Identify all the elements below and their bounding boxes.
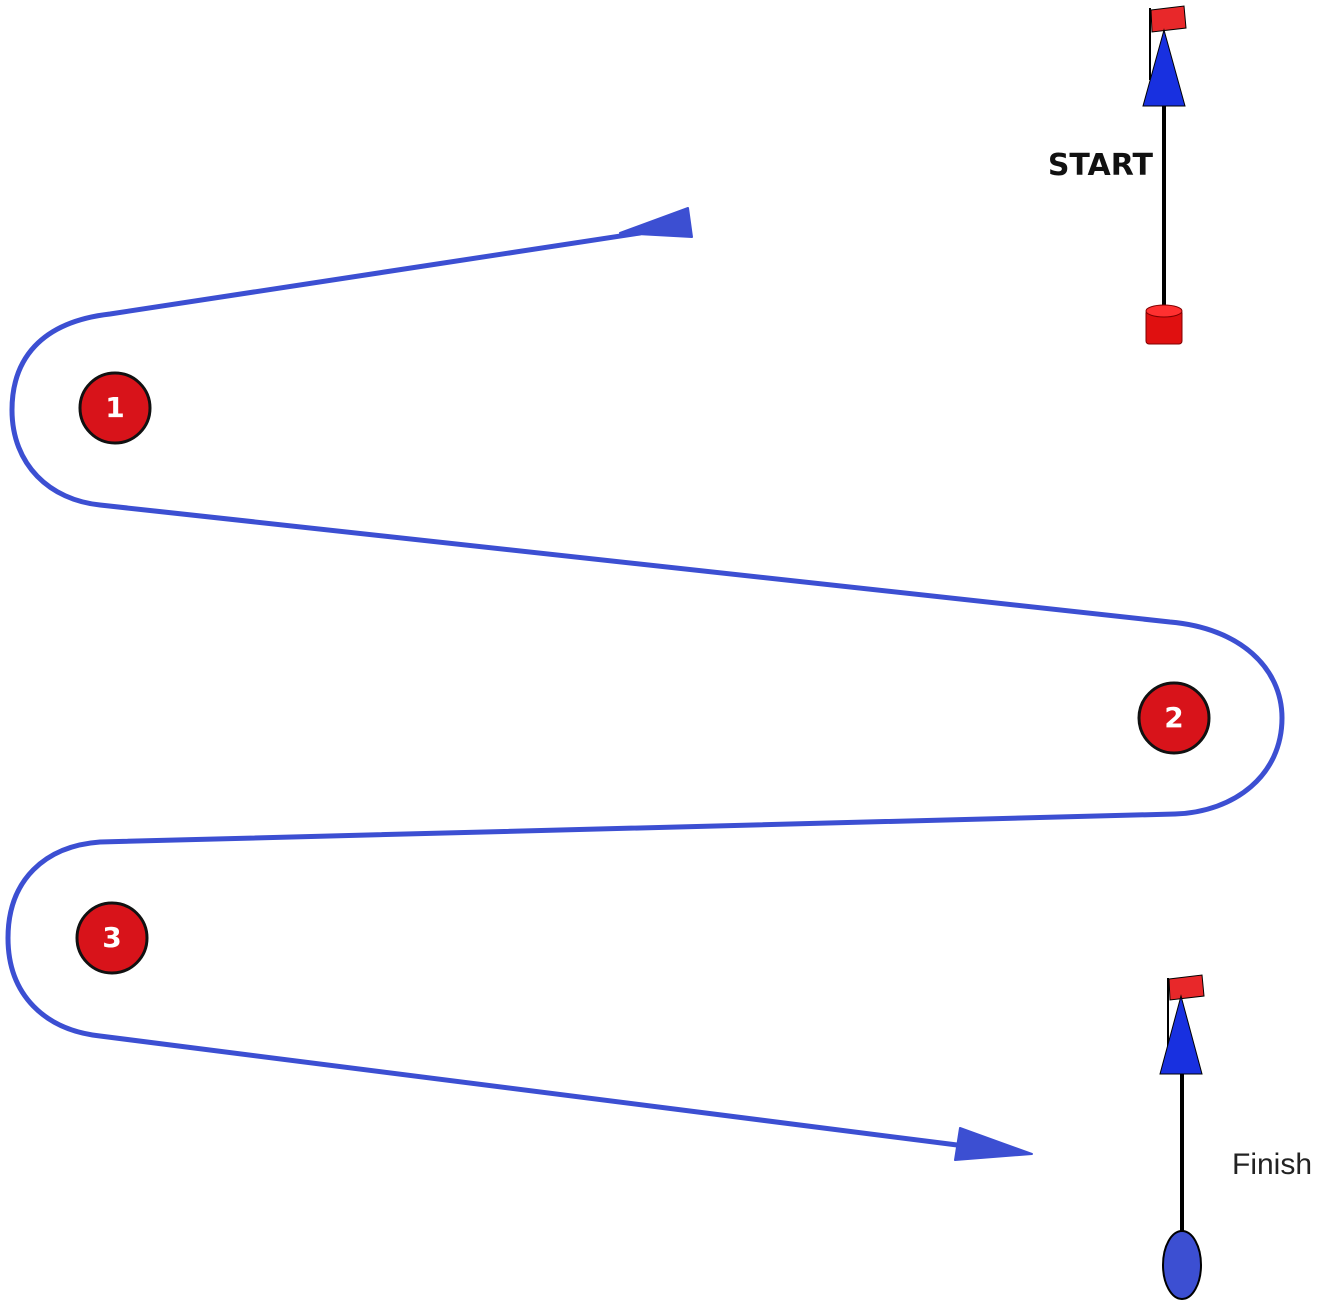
flag-pin-icon bbox=[1142, 5, 1187, 107]
mark-3: 3 bbox=[75, 901, 149, 975]
start-label: START bbox=[1048, 148, 1154, 183]
course-path bbox=[5, 230, 1285, 1149]
mark-1: 1 bbox=[78, 371, 152, 445]
cylinder-buoy-icon bbox=[1145, 304, 1183, 345]
mark-2: 2 bbox=[1137, 681, 1211, 755]
finish-line: Finish bbox=[1159, 974, 1312, 1300]
mark-1-label: 1 bbox=[105, 391, 124, 424]
flag-pin-icon bbox=[1159, 974, 1205, 1075]
course-arrowhead-first-leg bbox=[619, 207, 693, 238]
oval-buoy-icon bbox=[1162, 1230, 1202, 1300]
finish-label: Finish bbox=[1232, 1148, 1312, 1181]
course-arrowhead-final-leg bbox=[954, 1127, 1033, 1161]
mark-2-label: 2 bbox=[1164, 701, 1183, 734]
mark-3-label: 3 bbox=[102, 921, 121, 954]
start-line: START bbox=[1048, 5, 1187, 345]
